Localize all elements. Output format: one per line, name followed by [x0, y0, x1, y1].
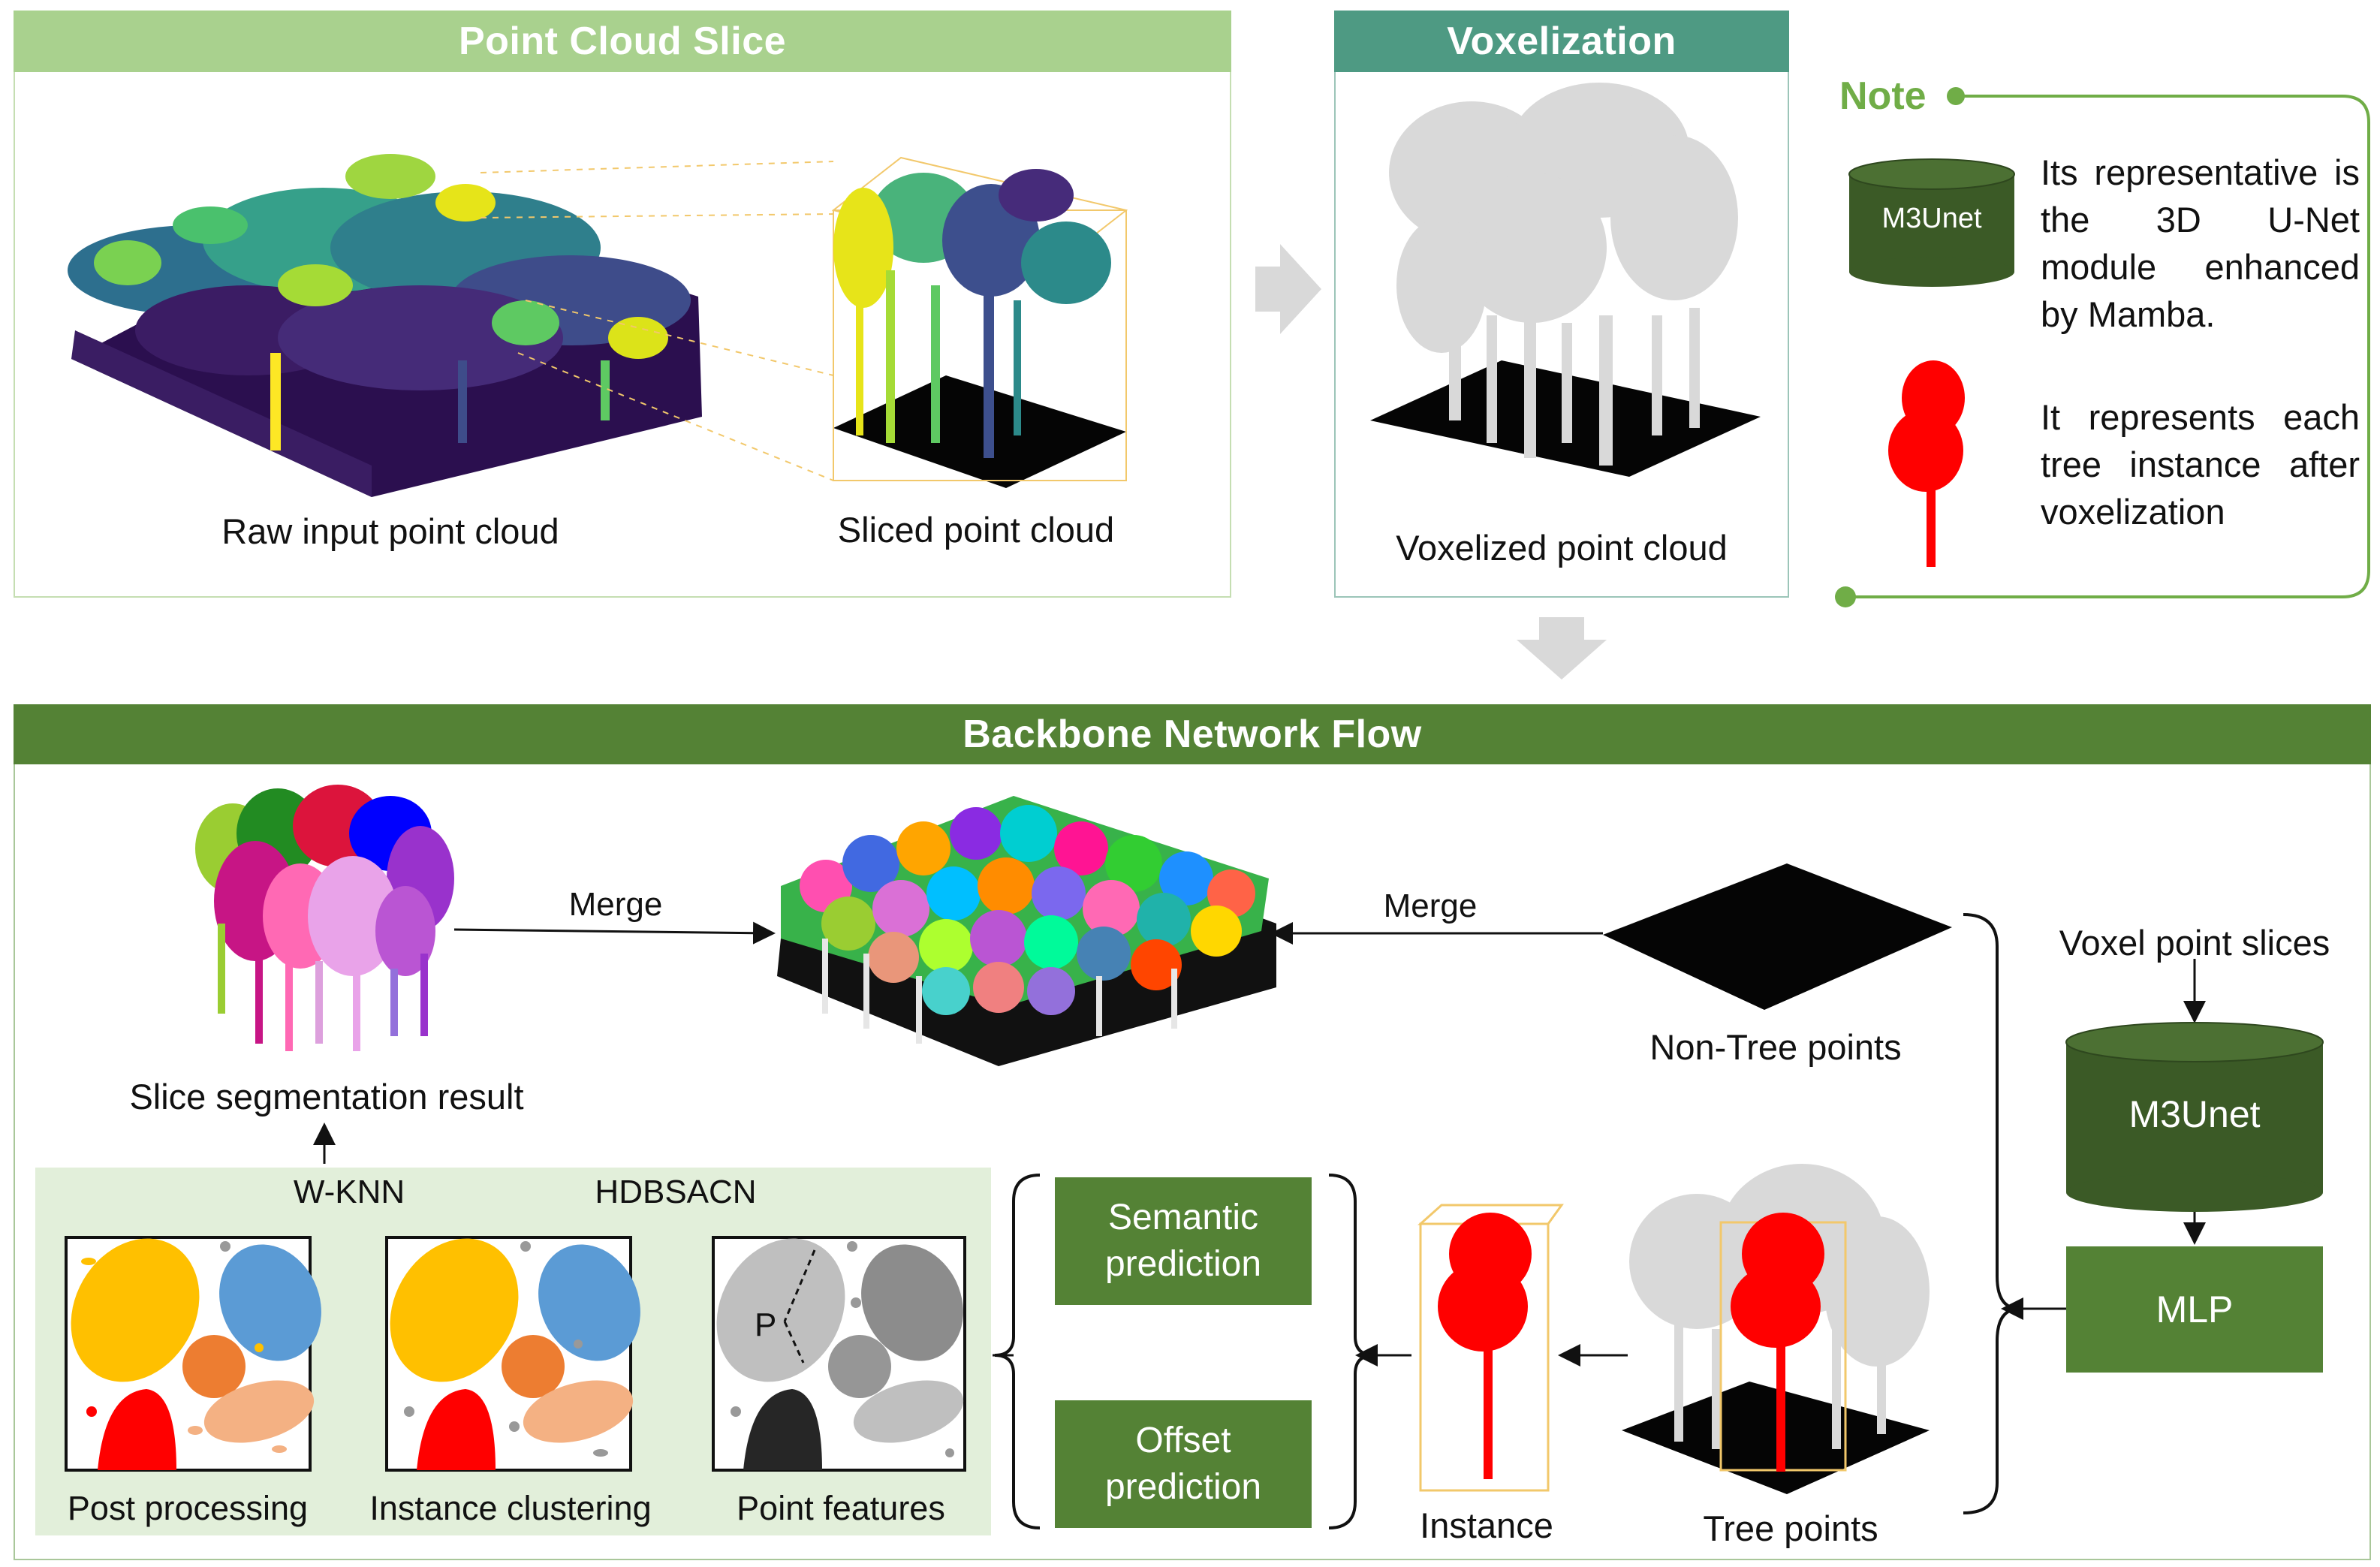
note-cylinder-label: M3Unet [1881, 203, 1982, 234]
semantic-prediction-box: Semantic prediction [1055, 1177, 1312, 1305]
raw-input-caption: Raw input point cloud [221, 511, 559, 551]
backbone-title: Backbone Network Flow [14, 704, 2371, 764]
instance-clustering-box [385, 1236, 640, 1472]
note-title: Note [1839, 74, 1927, 118]
instance-clustering-caption: Instance clustering [369, 1489, 652, 1527]
note-tree-text: It represents each tree instance after v… [2041, 397, 2360, 532]
slice-segmentation-caption: Slice segmentation result [129, 1077, 524, 1116]
hdbscan-label: HDBSACN [595, 1174, 757, 1210]
raw-point-cloud-image [68, 154, 702, 497]
point-cloud-slice-title: Point Cloud Slice [14, 11, 1231, 72]
merge-left-label: Merge [568, 886, 663, 923]
wknn-label: W-KNN [293, 1174, 405, 1210]
post-processing-box [65, 1236, 321, 1472]
sliced-caption: Sliced point cloud [837, 510, 1115, 550]
post-processing-caption: Post processing [67, 1489, 309, 1527]
instance-caption: Instance [1420, 1505, 1553, 1545]
tree-points-caption: Tree points [1703, 1508, 1878, 1548]
point-features-caption: Point features [737, 1489, 945, 1527]
voxelization-title: Voxelization [1334, 11, 1789, 72]
point-features-box [712, 1236, 966, 1472]
voxelized-caption: Voxelized point cloud [1396, 528, 1728, 568]
note-m3unet-text: Its representative is the 3D U-Net modul… [2041, 152, 2360, 334]
merge-right-label: Merge [1383, 887, 1478, 924]
sliced-point-cloud-image [831, 156, 1128, 488]
mlp-box: MLP [2066, 1246, 2323, 1373]
point-p-label: P [755, 1306, 777, 1343]
projection-lines [480, 161, 834, 481]
offset-prediction-box: Offset prediction [1055, 1400, 1312, 1528]
non-tree-caption: Non-Tree points [1649, 1027, 1902, 1067]
m3unet-label: M3Unet [2128, 1093, 2261, 1135]
voxel-slices-label: Voxel point slices [2059, 923, 2330, 963]
